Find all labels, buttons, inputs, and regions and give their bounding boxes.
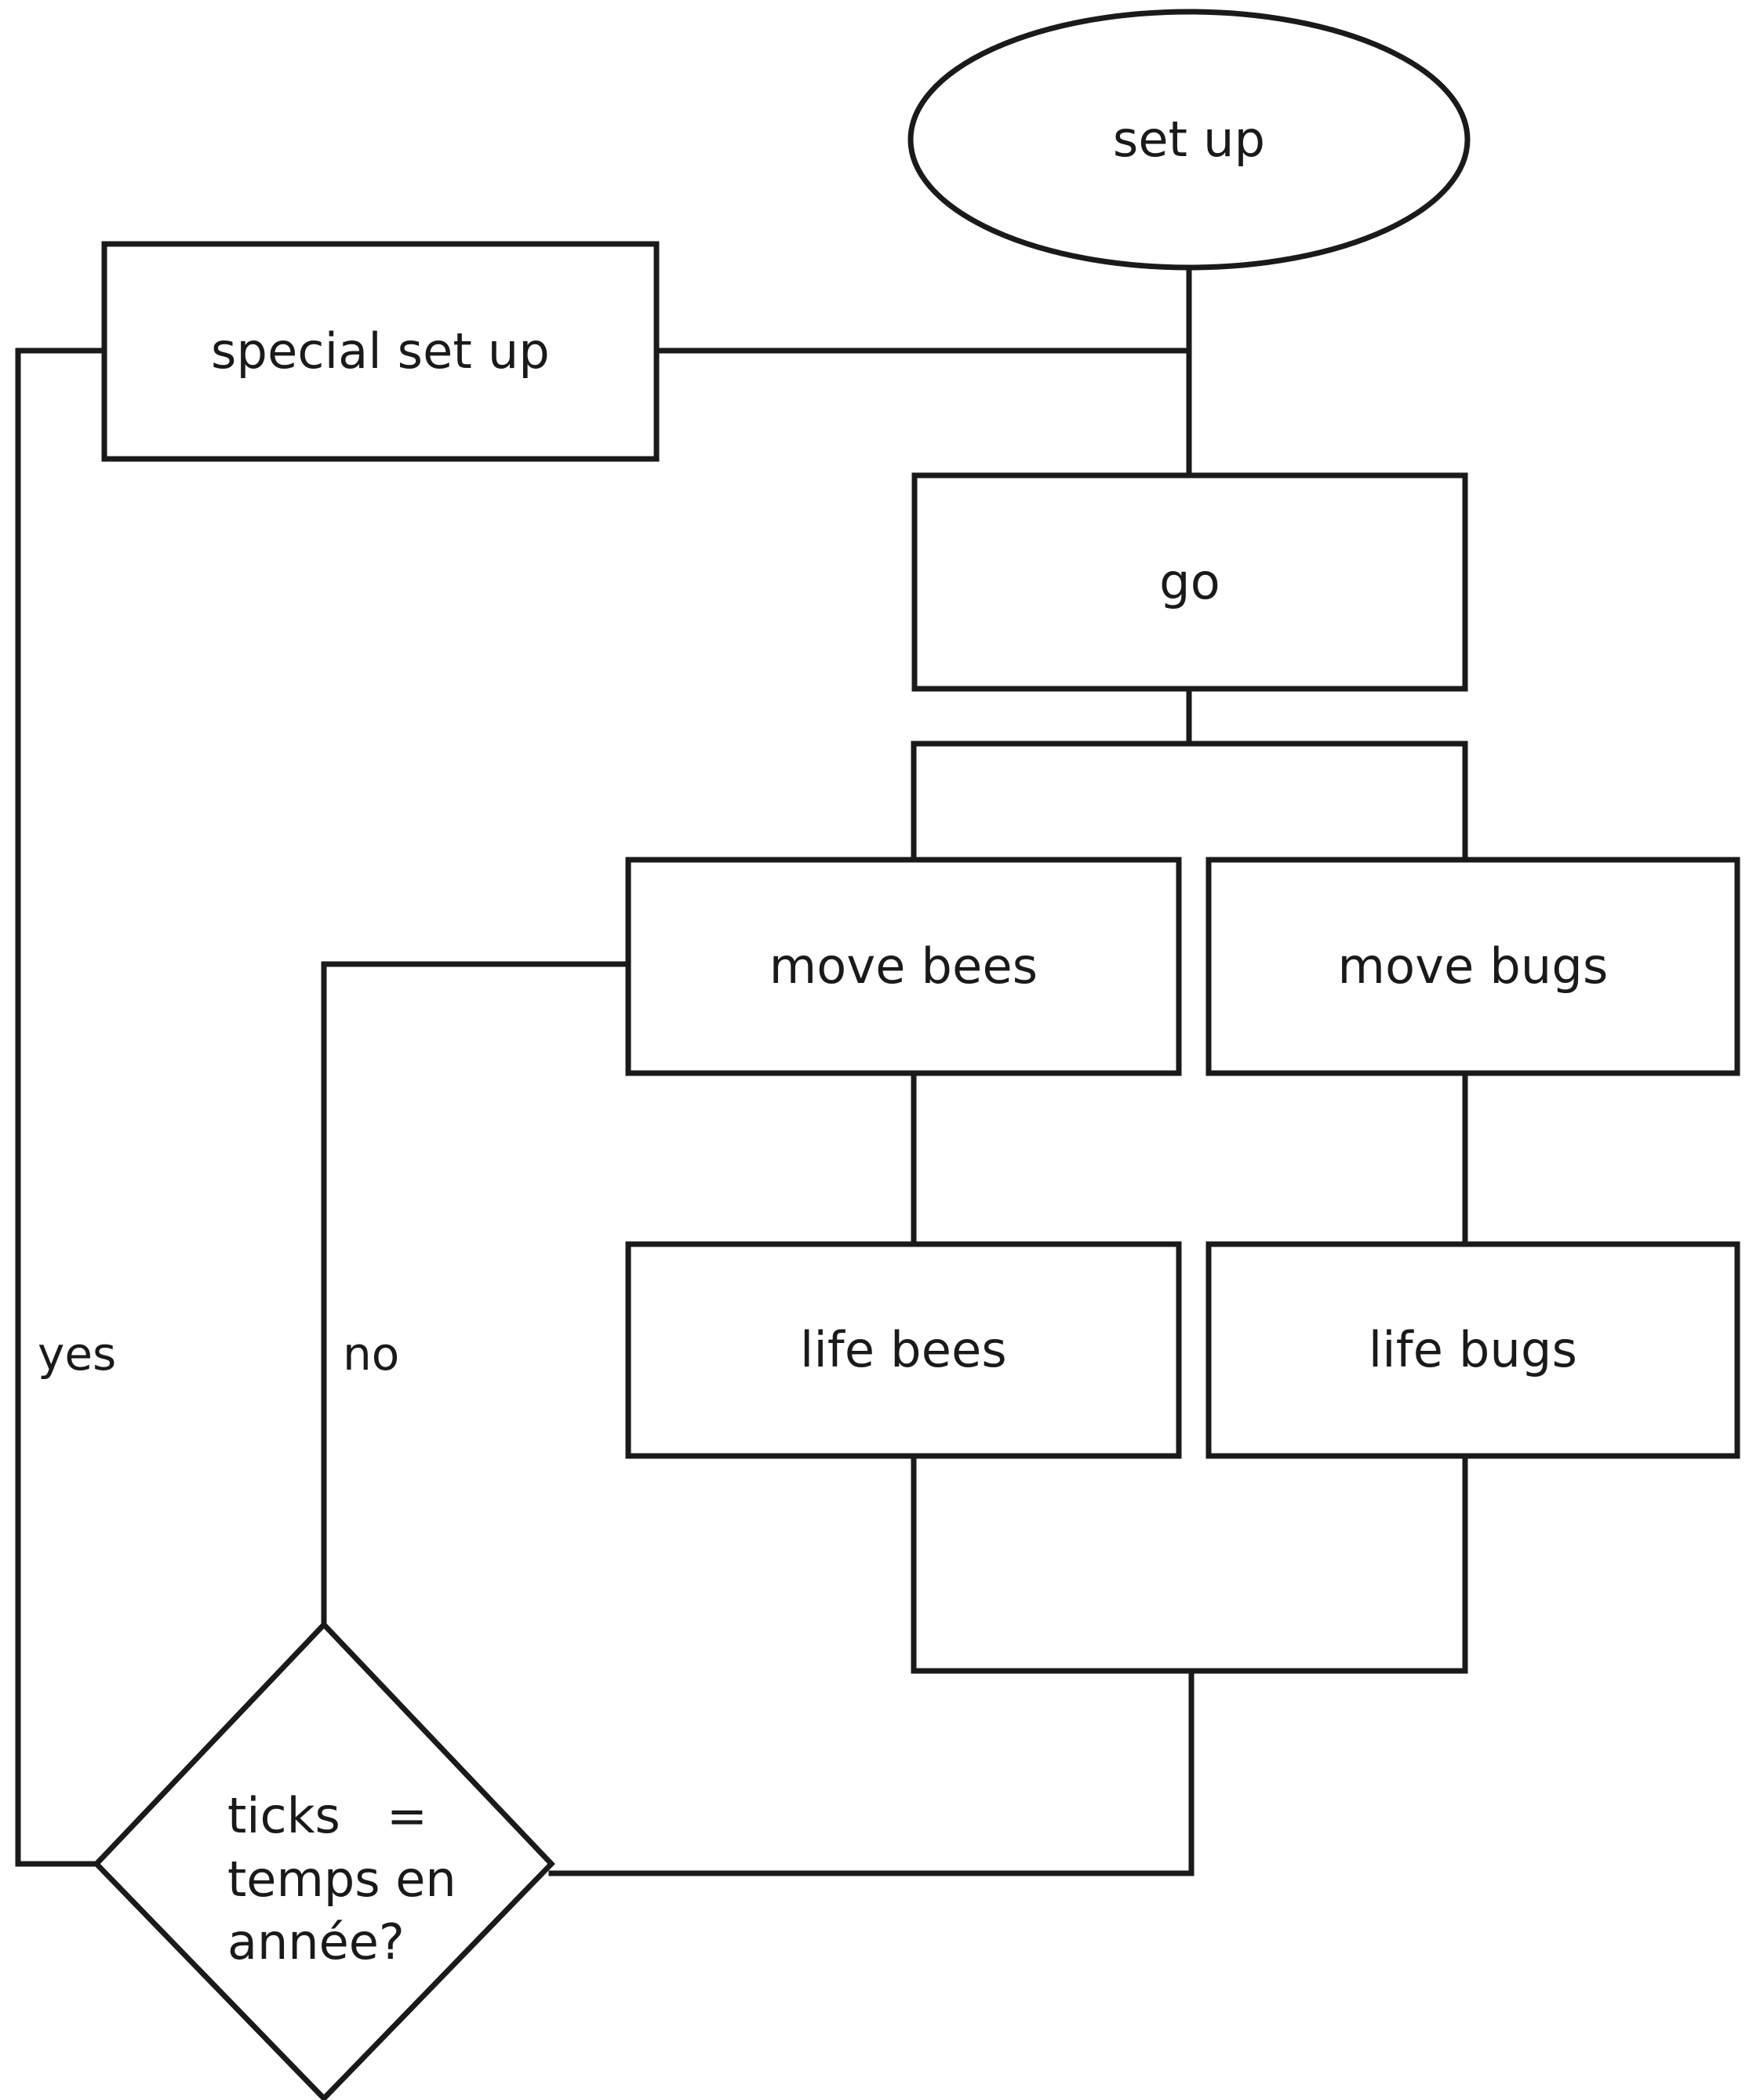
edge-label-yes: yes bbox=[38, 1327, 117, 1381]
node-shape-life-bees[interactable] bbox=[625, 1241, 1182, 1459]
edge-yes-to-special-set-up bbox=[15, 348, 107, 1867]
edge-no-to-move-bees bbox=[321, 961, 631, 1628]
node-shape-life-bugs[interactable] bbox=[1205, 1241, 1740, 1459]
node-shape-ticks-decision[interactable] bbox=[93, 1620, 555, 2100]
node-shape-move-bees[interactable] bbox=[625, 857, 1182, 1076]
edge-label-no: no bbox=[343, 1327, 400, 1381]
node-shape-set-up[interactable] bbox=[907, 9, 1471, 271]
node-shape-special-set-up[interactable] bbox=[101, 241, 660, 462]
node-shape-go[interactable] bbox=[911, 472, 1468, 692]
node-shape-move-bugs[interactable] bbox=[1205, 857, 1740, 1076]
edge-merge-to-ticks-decision bbox=[548, 1668, 1195, 1876]
node-label-ticks-decision: ticks = temps en année? bbox=[227, 1787, 456, 1971]
